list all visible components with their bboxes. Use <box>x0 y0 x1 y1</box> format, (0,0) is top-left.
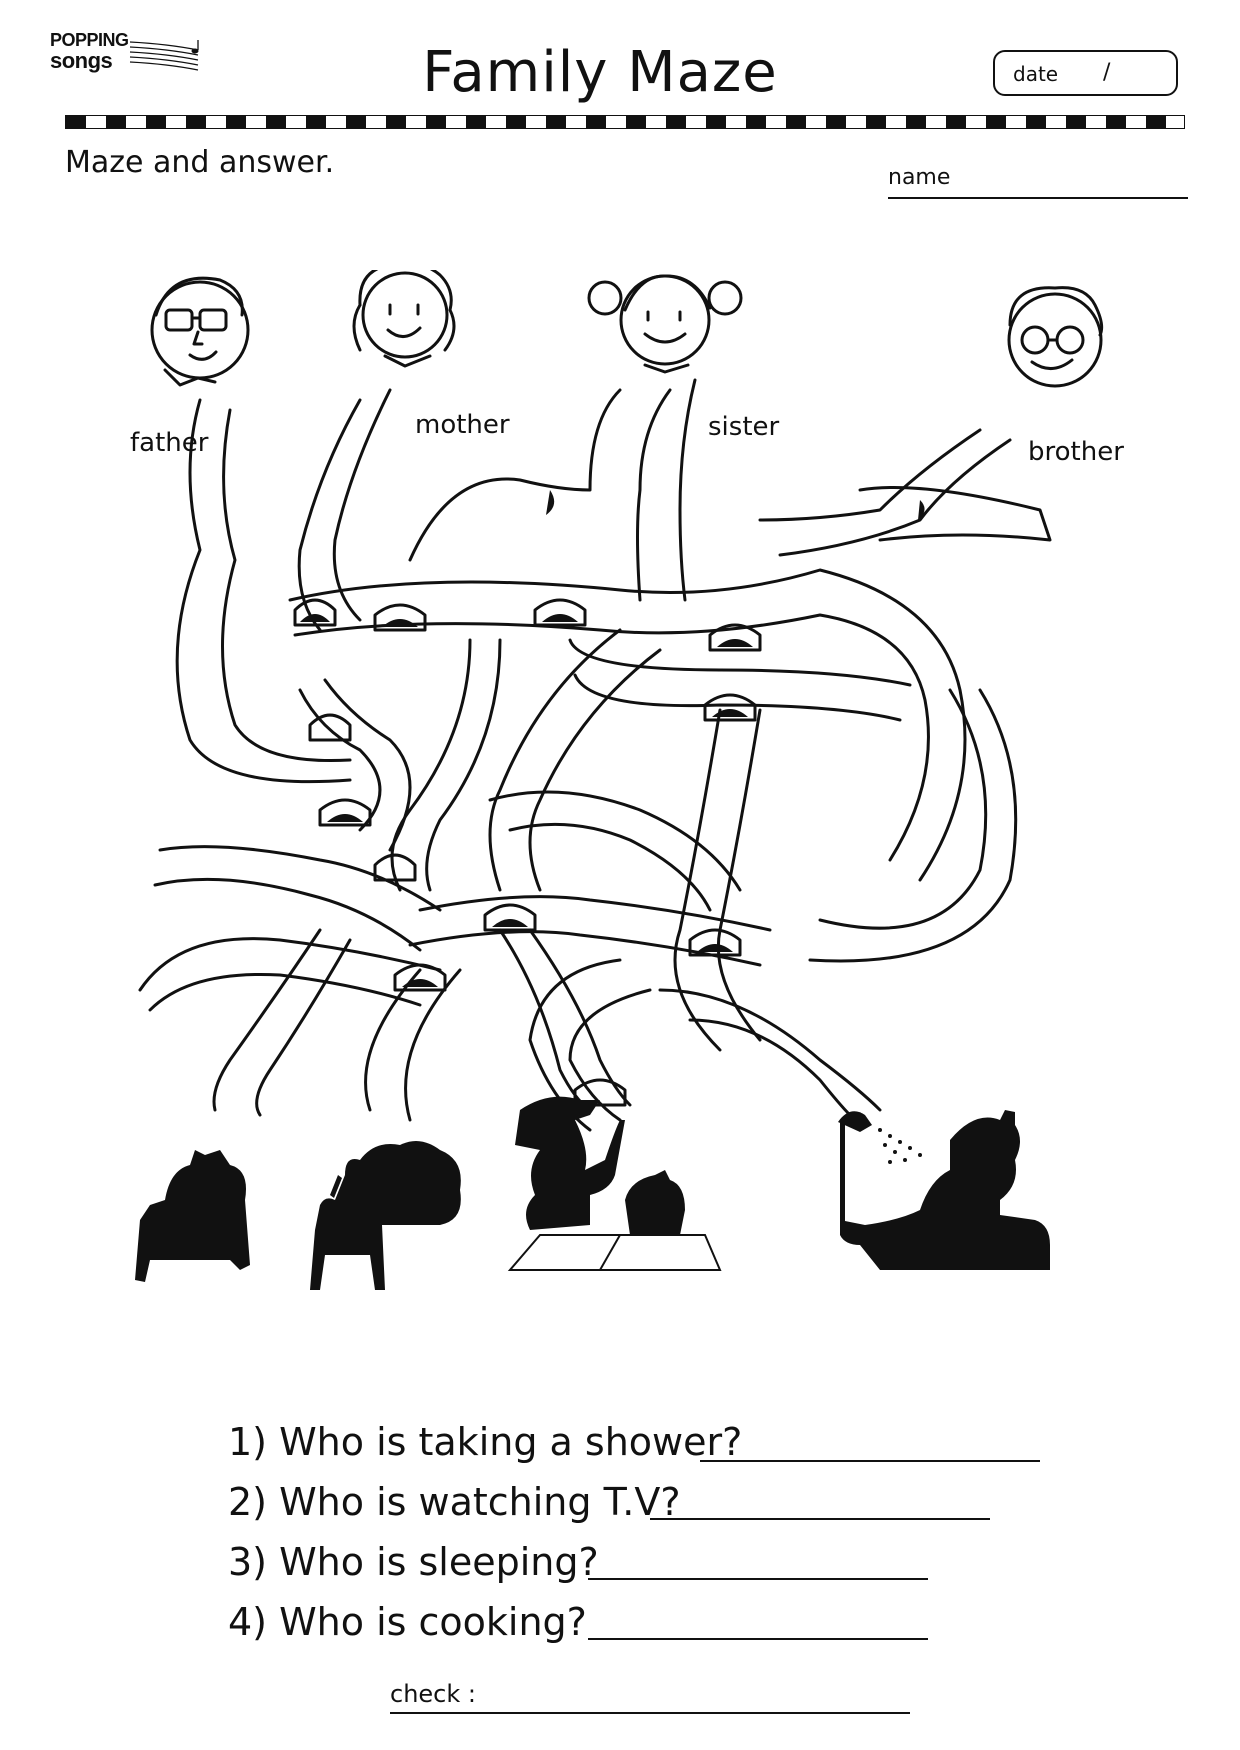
date-label: date <box>1013 62 1059 86</box>
father-face-icon <box>150 276 250 387</box>
answer-field-4[interactable] <box>588 1638 928 1640</box>
sister-face-icon <box>587 274 743 374</box>
mother-face-icon <box>352 270 456 368</box>
question-2: 2) Who is watching T.V? <box>228 1480 681 1524</box>
music-staff-icon <box>129 40 199 71</box>
question-3: 3) Who is sleeping? <box>228 1540 599 1584</box>
brother-face-icon <box>1007 286 1104 388</box>
date-box[interactable]: date / <box>993 50 1178 96</box>
question-4: 4) Who is cooking? <box>228 1600 587 1644</box>
answer-field-1[interactable] <box>700 1460 1040 1462</box>
person-label-brother: brother <box>1028 437 1124 467</box>
person-label-mother: mother <box>415 410 510 440</box>
page-title: Family Maze <box>422 40 778 105</box>
date-separator: / <box>1103 60 1111 85</box>
instruction-text: Maze and answer. <box>65 145 335 180</box>
watching-tv-icon <box>310 1141 461 1290</box>
cooking-icon <box>515 1096 685 1235</box>
person-label-father: father <box>130 428 209 458</box>
taking-shower-icon <box>838 1110 1050 1270</box>
check-field[interactable] <box>390 1712 910 1714</box>
checkered-divider <box>65 115 1185 129</box>
answer-field-3[interactable] <box>588 1578 928 1580</box>
shower-spray-icon <box>878 1128 922 1164</box>
name-field[interactable] <box>888 197 1188 199</box>
popping-songs-logo: POPPING songs <box>50 30 210 80</box>
family-maze[interactable] <box>120 270 1160 1380</box>
answer-field-2[interactable] <box>650 1518 990 1520</box>
logo-text-top: POPPING <box>50 30 129 50</box>
maze-tunnel-shadows <box>300 490 925 987</box>
sleeping-in-bed-icon <box>135 1150 250 1282</box>
maze-tunnels <box>293 598 762 1107</box>
check-label: check : <box>390 1680 476 1708</box>
name-label: name <box>888 165 951 190</box>
person-label-sister: sister <box>708 412 780 442</box>
kitchen-counter-outline <box>507 1234 722 1271</box>
logo-text-bottom: songs <box>50 48 113 73</box>
maze-paths <box>138 378 1052 1132</box>
question-1: 1) Who is taking a shower? <box>228 1420 743 1464</box>
